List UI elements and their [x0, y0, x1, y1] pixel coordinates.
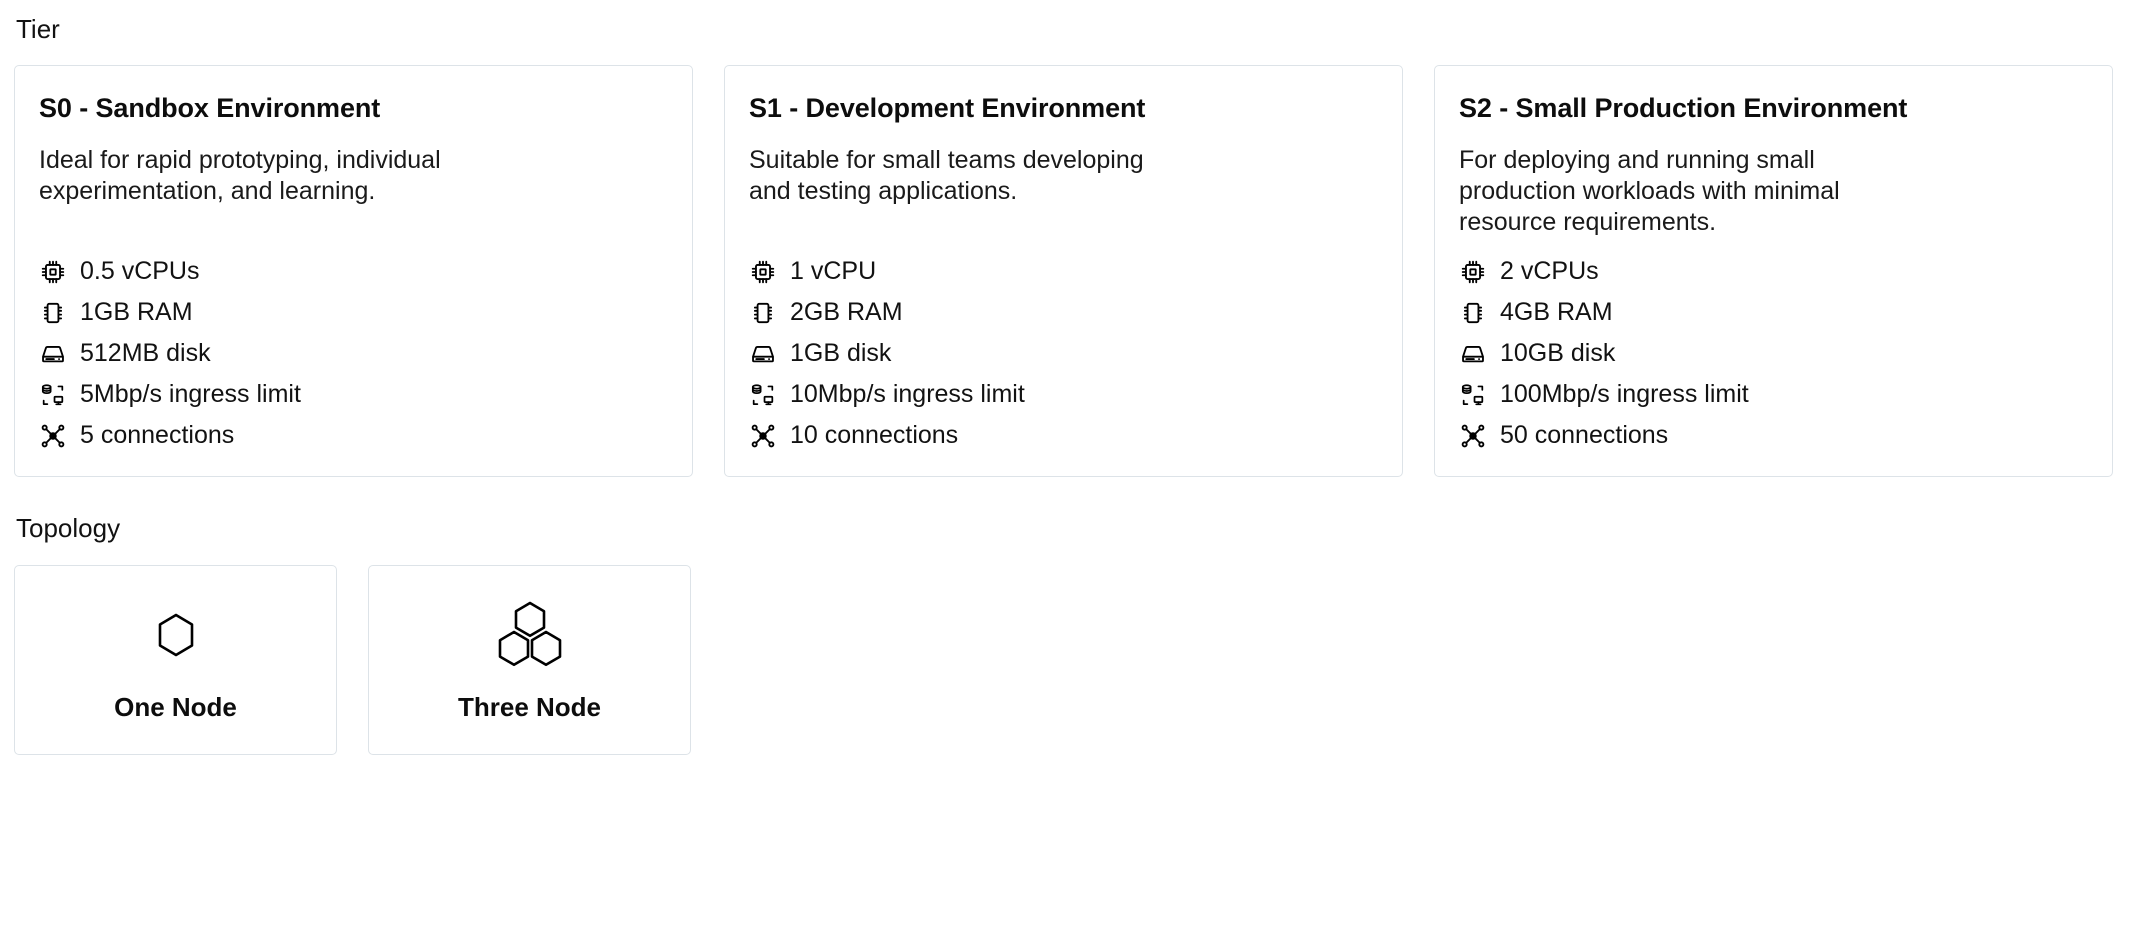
spec-label: 4GB RAM: [1500, 298, 1613, 326]
single-hexagon-icon: [154, 604, 198, 666]
spec-item-disk: 1GB disk: [749, 337, 1378, 370]
topology-card-label: Three Node: [457, 692, 602, 722]
spec-item-connections: 5 connections: [39, 419, 668, 452]
spec-label: 2GB RAM: [790, 298, 903, 326]
spec-item-connections: 50 connections: [1459, 419, 2088, 452]
spec-item-cpu: 0.5 vCPUs: [39, 255, 668, 288]
spec-label: 5Mbp/s ingress limit: [80, 380, 301, 408]
tier-card-description: Suitable for small teams developing and …: [749, 146, 1144, 205]
connections-icon: [749, 422, 777, 450]
tier-section-label: Tier: [16, 14, 60, 44]
spec-label: 10GB disk: [1500, 339, 1616, 367]
spec-item-network-ingress: 10Mbp/s ingress limit: [749, 378, 1378, 411]
tier-card-description: Ideal for rapid prototyping, individual …: [39, 146, 441, 205]
spec-label: 100Mbp/s ingress limit: [1500, 380, 1749, 408]
tier-card-description: For deploying and running small producti…: [1459, 146, 1840, 236]
tier-section: Tier S0 - Sandbox Environment Ideal for …: [0, 14, 2132, 477]
connections-icon: [1459, 422, 1487, 450]
spec-item-network-ingress: 100Mbp/s ingress limit: [1459, 378, 2088, 411]
spec-label: 1GB RAM: [80, 298, 193, 326]
network-ingress-icon: [749, 381, 777, 409]
spec-item-memory: 2GB RAM: [749, 296, 1378, 329]
spec-label: 1 vCPU: [790, 257, 877, 285]
tier-card-s1[interactable]: S1 - Development Environment Suitable fo…: [724, 65, 1403, 477]
tier-card-title: S2 - Small Production Environment: [1459, 93, 1908, 123]
disk-icon: [39, 340, 67, 368]
tier-card-s2[interactable]: S2 - Small Production Environment For de…: [1434, 65, 2113, 477]
cpu-icon: [1459, 258, 1487, 286]
tier-card-title: S0 - Sandbox Environment: [39, 93, 381, 123]
tier-card-title: S1 - Development Environment: [749, 93, 1146, 123]
spec-label: 10Mbp/s ingress limit: [790, 380, 1025, 408]
spec-label: 10 connections: [790, 421, 959, 449]
spec-item-disk: 512MB disk: [39, 337, 668, 370]
spec-label: 512MB disk: [80, 339, 211, 367]
spec-label: 50 connections: [1500, 421, 1669, 449]
spec-item-disk: 10GB disk: [1459, 337, 2088, 370]
tier-spec-list: 2 vCPUs 4GB RAM: [1459, 255, 2088, 452]
topology-card-one-node[interactable]: One Node: [14, 565, 337, 755]
tier-spec-list: 0.5 vCPUs 1GB RAM: [39, 255, 668, 452]
spec-label: 0.5 vCPUs: [80, 257, 200, 285]
tier-card-s0[interactable]: S0 - Sandbox Environment Ideal for rapid…: [14, 65, 693, 477]
spec-item-memory: 4GB RAM: [1459, 296, 2088, 329]
spec-label: 5 connections: [80, 421, 235, 449]
spec-label: 1GB disk: [790, 339, 892, 367]
topology-card-label: One Node: [114, 692, 237, 722]
tier-spec-list: 1 vCPU 2GB RAM: [749, 255, 1378, 452]
topology-card-three-node[interactable]: Three Node: [368, 565, 691, 755]
memory-icon: [39, 299, 67, 327]
tier-card-list: S0 - Sandbox Environment Ideal for rapid…: [0, 65, 2132, 477]
cpu-icon: [39, 258, 67, 286]
disk-icon: [1459, 340, 1487, 368]
network-ingress-icon: [39, 381, 67, 409]
topology-card-list: One Node Three Node: [0, 565, 2132, 755]
topology-section-label: Topology: [16, 513, 121, 543]
spec-label: 2 vCPUs: [1500, 257, 1599, 285]
spec-item-connections: 10 connections: [749, 419, 1378, 452]
connections-icon: [39, 422, 67, 450]
network-ingress-icon: [1459, 381, 1487, 409]
spec-item-cpu: 1 vCPU: [749, 255, 1378, 288]
memory-icon: [1459, 299, 1487, 327]
cpu-icon: [749, 258, 777, 286]
spec-item-memory: 1GB RAM: [39, 296, 668, 329]
topology-section: Topology One Node Three: [0, 513, 2132, 755]
spec-item-cpu: 2 vCPUs: [1459, 255, 2088, 288]
memory-icon: [749, 299, 777, 327]
triple-hexagon-icon: [493, 601, 567, 667]
spec-item-network-ingress: 5Mbp/s ingress limit: [39, 378, 668, 411]
disk-icon: [749, 340, 777, 368]
